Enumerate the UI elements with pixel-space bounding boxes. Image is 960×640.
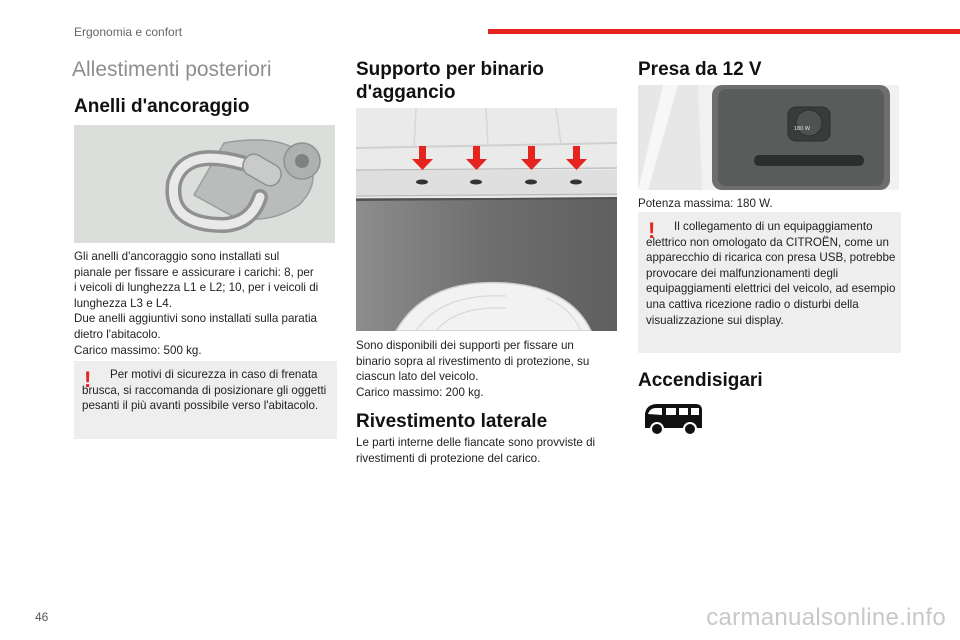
text-line: Carico massimo: 200 kg. <box>356 385 484 399</box>
anchor-rings-paragraph: Gli anelli d'ancoraggio sono installati … <box>74 249 344 358</box>
header-accent-bar <box>488 29 960 34</box>
text-line: rivestimenti di protezione del carico. <box>356 451 541 465</box>
heading-side-lining: Rivestimento laterale <box>356 411 548 432</box>
warning-box: ! Per motivi di sicurezza in caso di fre… <box>74 361 337 439</box>
text-line: pianale per fissare e assicurare i caric… <box>74 265 314 279</box>
text-line: Le parti interne delle fiancate sono pro… <box>356 436 596 449</box>
socket-power-label: 180 W <box>794 126 810 132</box>
rail-support-paragraph: Sono disponibili dei supporti per fissar… <box>356 338 626 400</box>
tie-down-ring-illustration <box>74 125 335 243</box>
max-power-text: Potenza massima: 180 W. <box>638 197 773 210</box>
warning-icon: ! <box>84 367 92 392</box>
warning-text: Il collegamento di un equipaggiamento el… <box>646 220 896 327</box>
page-number: 46 <box>35 610 49 624</box>
page-title: Allestimenti posteriori <box>72 58 272 81</box>
heading-anchor-rings: Anelli d'ancoraggio <box>74 96 250 117</box>
text-line: Carico massimo: 500 kg. <box>74 343 202 357</box>
watermark: carmanualsonline.info <box>706 604 946 631</box>
text-line: Due anelli aggiuntivi sono installati su… <box>74 312 317 326</box>
text-line: binario sopra al rivestimento di protezi… <box>356 354 590 368</box>
text-line: dietro l'abitacolo. <box>74 327 161 341</box>
text-line: lunghezza L3 e L4. <box>74 296 172 310</box>
side-lining-paragraph: Le parti interne delle fiancate sono pro… <box>356 435 626 466</box>
12v-socket-illustration: 180 W <box>638 85 899 190</box>
rail-support-illustration <box>356 108 617 331</box>
van-icon <box>642 400 704 436</box>
text-line: ciascun lato del veicolo. <box>356 370 479 384</box>
heading-12v-socket: Presa da 12 V <box>638 59 762 80</box>
section-label: Ergonomia e confort <box>74 25 183 39</box>
text-line: i veicoli di lunghezza L1 e L2; 10, per … <box>74 281 319 295</box>
heading-rail-support: Supporto per binario d'aggancio <box>356 59 544 103</box>
text-line: Gli anelli d'ancoraggio sono installati … <box>74 250 280 263</box>
text-line: Sono disponibili dei supporti per fissar… <box>356 339 574 352</box>
warning-box: ! Il collegamento di un equipaggiamento … <box>638 212 901 353</box>
heading-cigarette-lighter: Accendisigari <box>638 370 763 391</box>
warning-icon: ! <box>648 218 656 243</box>
warning-text: Per motivi di sicurezza in caso di frena… <box>82 368 327 413</box>
